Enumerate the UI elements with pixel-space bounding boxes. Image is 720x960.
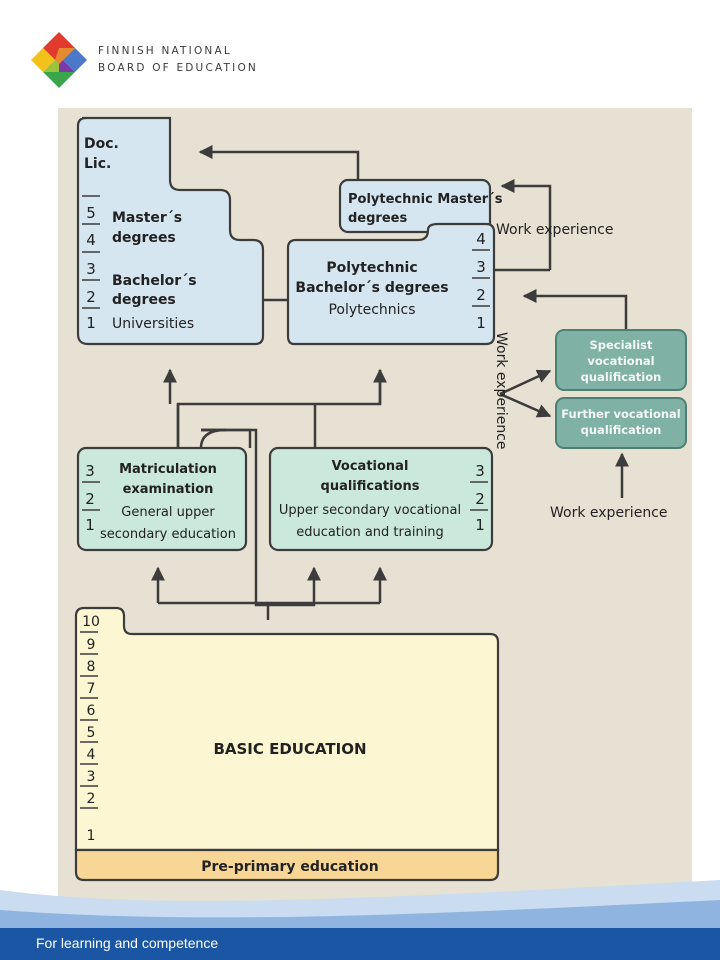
lic-label: Lic. <box>84 156 111 172</box>
fnbe-logo <box>31 32 87 88</box>
polytechnic-line-1: Polytechnic <box>326 260 417 276</box>
doc-label: Doc. <box>84 136 119 152</box>
basic-year-3: 3 <box>87 769 96 785</box>
voc-year-1: 1 <box>475 516 485 534</box>
masters-line-2: degrees <box>112 230 176 246</box>
work-experience-right-label: Work experience <box>496 222 614 238</box>
org-name-line-2: BOARD OF EDUCATION <box>98 62 258 74</box>
basic-education-title: BASIC EDUCATION <box>213 740 366 758</box>
matriculation-box <box>76 446 248 552</box>
matriculation-line-1: Matriculation <box>119 462 217 477</box>
arrow-to-poly-masters <box>500 179 552 270</box>
universities-box <box>76 116 265 346</box>
further-box <box>555 397 687 449</box>
work-experience-bottom-label: Work experience <box>550 505 668 521</box>
arrow-matric-to-vocational <box>254 428 321 607</box>
basic-year-5: 5 <box>87 725 96 741</box>
basic-year-10: 10 <box>82 614 100 630</box>
upper-to-higher-lines <box>176 370 382 448</box>
matriculation-line-2: examination <box>123 482 214 497</box>
further-line-2: qualification <box>581 423 662 437</box>
basic-year-9: 9 <box>87 637 96 653</box>
uni-year-2: 2 <box>86 288 96 306</box>
vocational-box <box>268 446 494 552</box>
vocational-line-3: Upper secondary vocational <box>279 503 461 518</box>
basic-year-4: 4 <box>87 747 96 763</box>
poly-year-2: 2 <box>476 286 486 304</box>
poly-masters-line-1: Polytechnic Master´s <box>348 192 503 207</box>
arrow-to-specialist <box>499 369 552 396</box>
specialist-line-1: Specialist <box>589 338 653 352</box>
basic-year-6: 6 <box>87 703 96 719</box>
specialist-box <box>555 329 687 391</box>
bachelors-line-2: degrees <box>112 292 176 308</box>
basic-year-2: 2 <box>87 791 96 807</box>
specialist-line-2: vocational <box>587 354 654 368</box>
education-system-diagram: Doc. Lic. 5 4 3 2 1 Master´s degrees Bac… <box>58 108 692 904</box>
basic-education-box <box>74 606 500 852</box>
matriculation-line-3: General upper <box>121 505 215 520</box>
bachelors-line-1: Bachelor´s <box>112 273 197 289</box>
matric-year-2: 2 <box>85 490 95 508</box>
matric-year-1: 1 <box>85 516 95 534</box>
further-line-1: Further vocational <box>561 407 681 421</box>
voc-year-3: 3 <box>475 462 485 480</box>
poly-year-4: 4 <box>476 230 486 248</box>
org-name-line-1: FINNISH NATIONAL <box>98 45 232 57</box>
arrow-to-further <box>499 392 552 418</box>
polytechnic-line-2: Bachelor´s degrees <box>295 280 448 296</box>
uni-year-1: 1 <box>86 314 96 332</box>
header: FINNISH NATIONAL BOARD OF EDUCATION <box>0 0 720 100</box>
basic-year-1: 1 <box>87 828 96 844</box>
uni-year-5: 5 <box>86 204 96 222</box>
arrow-to-polytechnics <box>522 289 628 330</box>
basic-year-8: 8 <box>87 659 96 675</box>
vocational-line-4: education and training <box>296 525 444 540</box>
poly-year-3: 3 <box>476 258 486 276</box>
preprimary-label: Pre-primary education <box>201 859 378 875</box>
footer-bar: For learning and competence <box>0 928 720 960</box>
universities-label: Universities <box>112 316 194 332</box>
arrow-to-doc <box>198 145 360 180</box>
specialist-line-3: qualification <box>581 370 662 384</box>
matric-year-3: 3 <box>85 462 95 480</box>
polytechnics-label: Polytechnics <box>328 302 415 318</box>
preprimary-box <box>74 848 500 882</box>
poly-masters-line-2: degrees <box>348 211 407 226</box>
masters-line-1: Master´s <box>112 210 182 226</box>
vocational-line-1: Vocational <box>332 459 409 474</box>
uni-year-3: 3 <box>86 260 96 278</box>
work-experience-vertical-label: Work experience <box>493 332 509 450</box>
footer-tagline: For learning and competence <box>36 935 219 951</box>
matriculation-line-4: secondary education <box>100 527 236 542</box>
uni-year-4: 4 <box>86 231 96 249</box>
basic-year-7: 7 <box>87 681 96 697</box>
polytechnics-box <box>286 222 496 346</box>
voc-year-2: 2 <box>475 490 485 508</box>
polytechnic-masters-box <box>338 178 492 234</box>
vocational-line-2: qualifications <box>321 479 420 494</box>
poly-year-1: 1 <box>476 314 486 332</box>
